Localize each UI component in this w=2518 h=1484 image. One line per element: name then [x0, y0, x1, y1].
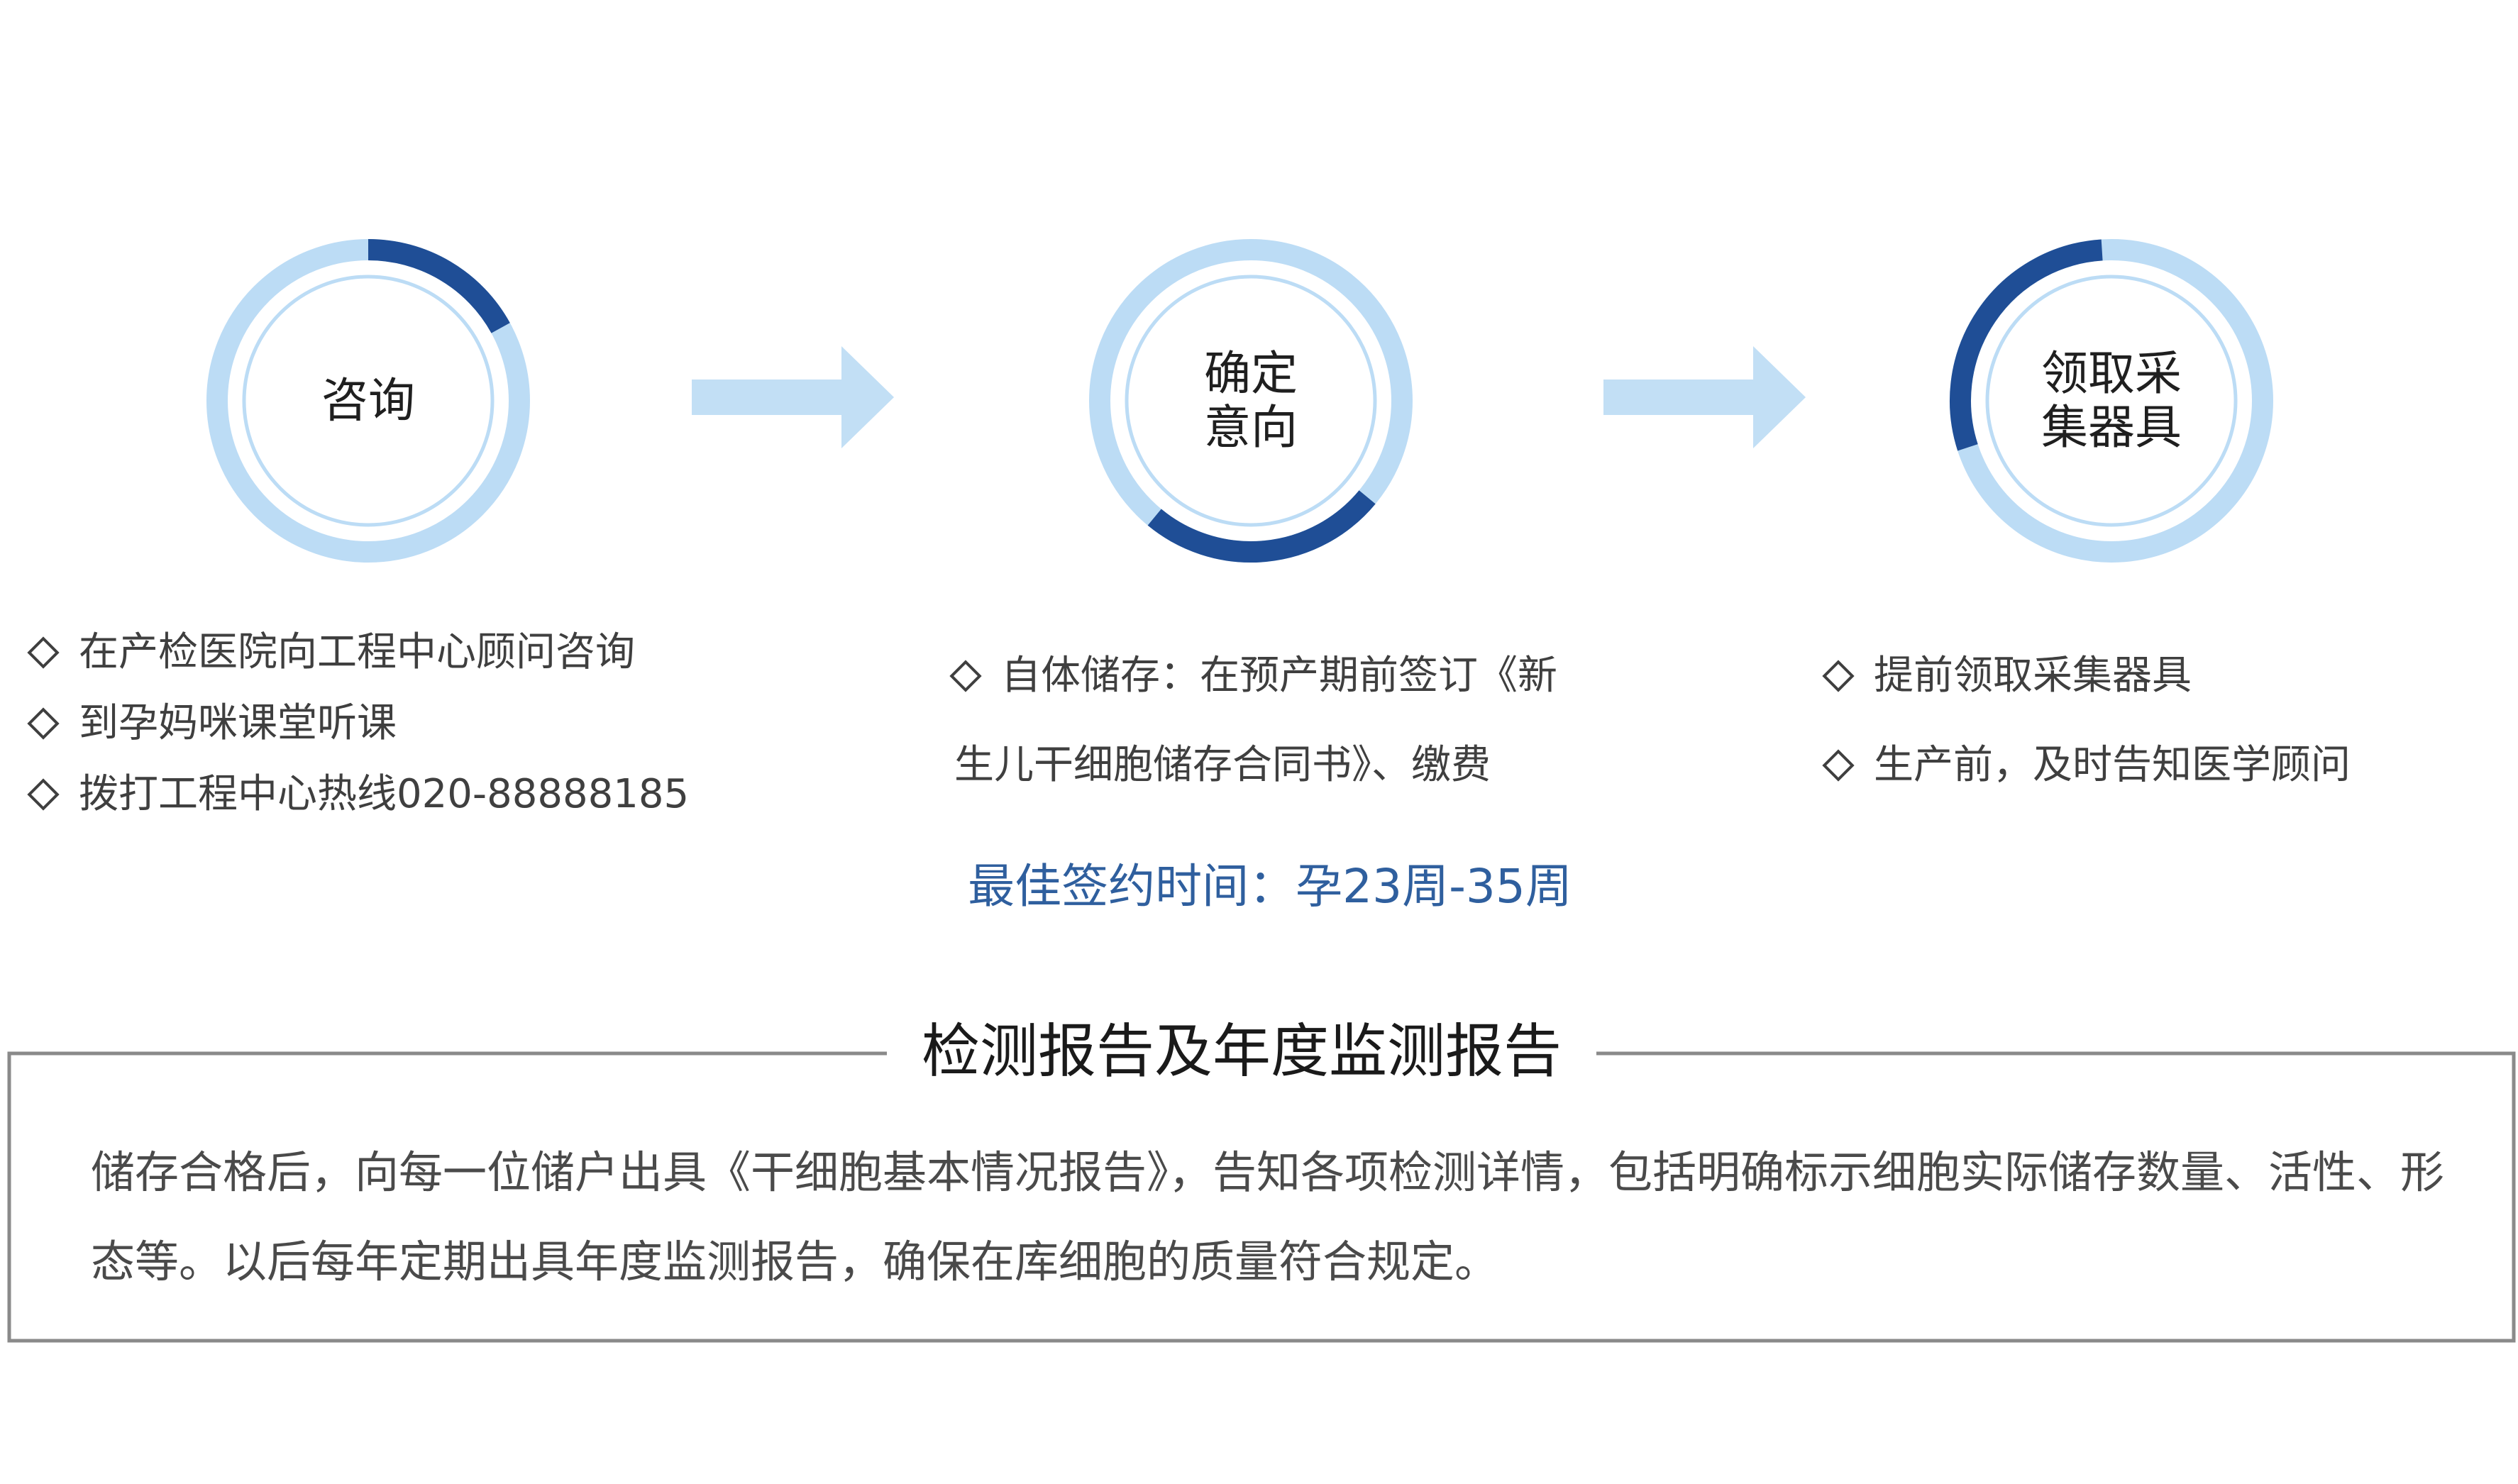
right-arrow-icon — [1603, 346, 1806, 448]
list-item: 自体储存：在预产期前签订《新 — [949, 631, 1557, 721]
bullet-text: 生产前，及时告知医学顾问 — [1874, 742, 2351, 788]
list-item: 到孕妈咪课堂听课 — [27, 688, 689, 759]
diamond-icon — [1822, 660, 1855, 692]
step-2-bullets: 自体储存：在预产期前签订《新 生儿干细胞储存合同书》、缴费 — [949, 631, 1557, 810]
step-2-label: 确定 意向 — [1144, 294, 1357, 507]
bullet-text: 自体储存：在预产期前签订《新 — [1001, 653, 1557, 699]
right-arrow-icon — [692, 346, 894, 448]
step-2-label-line-1: 确定 — [1204, 346, 1298, 401]
list-item-continuation: 生儿干细胞储存合同书》、缴费 — [954, 721, 1557, 810]
step-3-label-line-1: 领取采 — [2041, 346, 2182, 401]
best-signing-time: 最佳签约时间：孕23周-35周 — [968, 859, 1572, 914]
bullet-text: 生儿干细胞储存合同书》、缴费 — [954, 742, 1491, 788]
report-title: 检测报告及年度监测报告 — [887, 1017, 1596, 1087]
step-3-ring — [1950, 239, 2273, 563]
step-2-label-line-2: 意向 — [1204, 400, 1298, 455]
step-2-inner-circle — [1125, 275, 1377, 527]
list-item: 拨打工程中心热线020-88888185 — [27, 759, 690, 830]
diamond-icon — [949, 660, 982, 692]
step-2-progress-arc — [1147, 490, 1376, 563]
list-item: 提前领取采集器具 — [1822, 631, 2351, 721]
step-1-bullets: 在产检医院向工程中心顾问咨询 到孕妈咪课堂听课 拨打工程中心热线020-8888… — [27, 617, 690, 830]
bullet-text: 到孕妈咪课堂听课 — [79, 700, 397, 746]
list-item: 生产前，及时告知医学顾问 — [1822, 721, 2351, 810]
step-1-ring — [206, 239, 530, 563]
step-1-progress-arc — [368, 239, 510, 333]
report-body: 储存合格后，向每一位储户出具《干细胞基本情况报告》，告知各项检测详情，包括明确标… — [91, 1146, 2445, 1288]
step-3-bullets: 提前领取采集器具 生产前，及时告知医学顾问 — [1822, 631, 2351, 810]
diamond-icon — [27, 636, 60, 669]
step-1-label: 咨询 — [262, 294, 475, 507]
diamond-icon — [27, 778, 60, 811]
diamond-icon — [1822, 749, 1855, 782]
bullet-text: 提前领取采集器具 — [1874, 653, 2192, 699]
step-1-label-line-1: 咨询 — [321, 373, 415, 428]
diamond-icon — [27, 707, 60, 740]
step-1-inner-circle — [242, 275, 495, 527]
step-2-ring — [1089, 239, 1413, 563]
step-3-label-line-2: 集器具 — [2041, 400, 2182, 455]
step-3-label: 领取采 集器具 — [2005, 294, 2218, 507]
list-item: 在产检医院向工程中心顾问咨询 — [27, 617, 689, 688]
step-3-inner-circle — [1985, 275, 2238, 527]
bullet-text: 拨打工程中心热线020-88888185 — [79, 771, 690, 817]
bullet-text: 在产检医院向工程中心顾问咨询 — [79, 629, 635, 675]
step-3-progress-arc — [1950, 239, 2103, 451]
